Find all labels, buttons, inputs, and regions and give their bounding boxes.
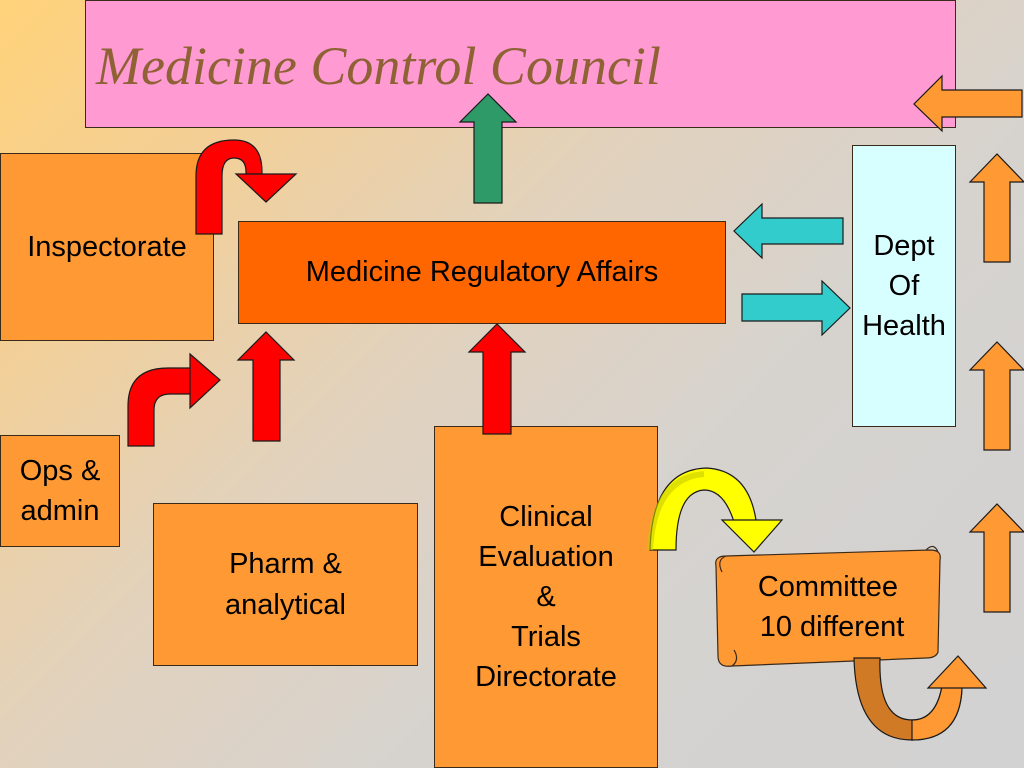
pharm-analytical-box: Pharm & analytical [153,503,418,666]
red-curved-arrow-ops [127,352,221,447]
regulatory-affairs-box: Medicine Regulatory Affairs [238,221,726,324]
title-banner: Medicine Control Council [85,0,956,128]
clinical-evaluation-label: Clinical Evaluation & Trials Directorate [475,500,617,694]
orange-up-arrow-bottom [968,503,1024,613]
regulatory-affairs-label: Medicine Regulatory Affairs [305,256,659,289]
clinical-evaluation-box: Clinical Evaluation & Trials Directorate [434,426,658,768]
pharm-analytical-label: Pharm & analytical [225,548,346,621]
inspectorate-label: Inspectorate [27,230,187,263]
committee-label: Committee 10 different [758,571,906,643]
red-up-arrow-pharm [236,331,296,442]
cyan-right-arrow [741,279,851,337]
orange-up-arrow-top [968,153,1024,263]
inspectorate-box: Inspectorate [0,153,214,341]
committee-scroll [715,545,941,667]
dept-of-health-label: Dept Of Health [862,229,946,342]
ops-admin-label: Ops & admin [19,454,101,527]
ops-admin-box: Ops & admin [0,435,120,547]
orange-up-arrow-middle [968,341,1024,451]
yellow-curved-arrow [647,467,784,553]
red-up-arrow-clinical [467,323,527,435]
diagram-title: Medicine Control Council [96,36,661,96]
dept-of-health-box: Dept Of Health [852,145,956,427]
cyan-left-arrow [733,202,844,260]
orange-curved-arrow-bottom [853,655,988,741]
